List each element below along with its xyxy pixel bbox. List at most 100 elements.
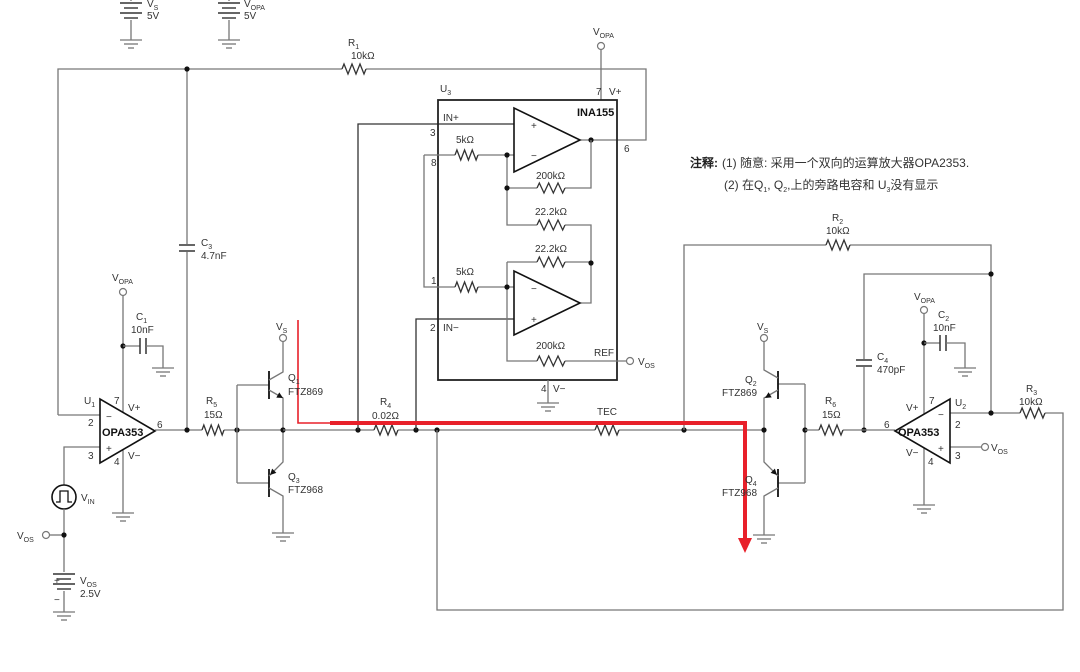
vos-node-label: VOS — [17, 531, 34, 544]
current-path-thin — [297, 320, 330, 424]
terminal-circle — [278, 333, 288, 343]
vos-battery-label: VOS — [80, 576, 97, 589]
u3-a2-plus: + — [531, 315, 537, 326]
u3-inminus-wire — [415, 318, 514, 430]
r4-ref: R4 — [380, 397, 391, 410]
u3-mid-wire — [506, 155, 592, 304]
r4-value: 0.02Ω — [372, 411, 399, 422]
u3-a1-plus: + — [531, 121, 537, 132]
q2-part: FTZ869 — [722, 388, 757, 399]
u3-inplus-wire — [357, 123, 514, 430]
r2-resistor — [825, 238, 851, 252]
u3-part: INA155 — [577, 107, 614, 119]
u3-fb1-wire — [507, 140, 592, 189]
note-line-1: 注释:(1) 随意: 采用一个双向的运算放大器OPA2353. — [690, 155, 969, 170]
u3-a1-minus: − — [531, 151, 537, 162]
u3-rmid1-resistor — [536, 218, 566, 232]
u3-rin1-resistor — [454, 148, 479, 162]
q3-ref: Q3 — [288, 472, 300, 485]
vos-battery-plus: + — [54, 576, 60, 587]
q2-ref: Q2 — [745, 375, 757, 388]
vos-battery-backing — [52, 572, 76, 591]
terminal-circle — [41, 530, 51, 540]
vopa-supply-label: VOPA — [244, 0, 265, 12]
current-arrow-head-icon — [738, 538, 752, 553]
q3-emitter-wire — [268, 430, 284, 477]
u3-rmid2-value: 22.2kΩ — [535, 244, 567, 255]
terminal-circle — [118, 287, 128, 297]
u1-pin2: 2 — [88, 418, 94, 429]
vs-supply-label: VS — [147, 0, 159, 12]
terminal-circle — [759, 333, 769, 343]
c3-capacitor-backing — [179, 244, 195, 252]
vos-battery-minus: − — [54, 595, 60, 606]
c1-value: 10nF — [131, 325, 154, 336]
tec-label: TEC — [597, 407, 617, 418]
terminal-circle — [980, 442, 990, 452]
r2-ref: R2 — [832, 213, 843, 226]
u3-a2-minus: − — [531, 284, 537, 295]
r1-value: 10kΩ — [351, 51, 375, 62]
c3-ref: C3 — [201, 238, 212, 251]
u2-feedback-wire — [436, 412, 1064, 611]
u3-pin4: 4 — [541, 384, 547, 395]
u3-pin1-wire — [423, 155, 514, 288]
c2-gnd-wire — [946, 342, 966, 368]
u3-opamp-a2 — [513, 269, 582, 337]
q2-collector-wire — [763, 342, 779, 379]
r4-resistor — [373, 423, 399, 437]
tec-element — [594, 423, 620, 437]
u2-vos-label: VOS — [991, 443, 1008, 456]
u2-pin2: 2 — [955, 420, 961, 431]
u2-part: OPA353 — [898, 427, 939, 439]
u2-minus: − — [938, 410, 944, 421]
feedback-wire-r1 — [57, 68, 647, 415]
terminal-circle — [625, 356, 635, 366]
u3-vminus-label: V− — [553, 384, 566, 395]
c2-value: 10nF — [933, 323, 956, 334]
junction-dot — [588, 260, 594, 266]
junction-dot — [988, 271, 994, 277]
q3-part: FTZ968 — [288, 485, 323, 496]
u2-pin7: 7 — [929, 396, 935, 407]
vs-battery-backing — [119, 1, 143, 20]
c1-ref: C1 — [136, 312, 147, 325]
q1-emitter-arrow — [276, 392, 283, 398]
junction-dot — [988, 410, 994, 416]
r3-ref: R3 — [1026, 384, 1037, 397]
junction-dot — [761, 427, 767, 433]
u3-rin2-value: 5kΩ — [456, 267, 475, 278]
r2-value: 10kΩ — [826, 226, 850, 237]
note-line-2: (2) 在Q1, Q2,上的旁路电容和 U3没有显示 — [724, 177, 938, 194]
vopa-supply-value: 5V — [244, 11, 257, 22]
q4-part: FTZ968 — [722, 488, 757, 499]
u3-rmid1-value: 22.2kΩ — [535, 207, 567, 218]
u3-pin1: 1 — [431, 276, 437, 287]
q2-vs-label: VS — [757, 322, 769, 335]
r6-value: 15Ω — [822, 410, 841, 421]
junction-dot — [504, 185, 510, 191]
r6-resistor — [818, 423, 844, 437]
u3-pin6: 6 — [624, 144, 630, 155]
u1-vopa-label: VOPA — [112, 273, 133, 286]
r5-value: 15Ω — [204, 410, 223, 421]
vopa-battery-backing — [217, 1, 241, 20]
u1-pin6: 6 — [157, 420, 163, 431]
q4-ref: Q4 — [745, 475, 757, 488]
q1-vs-label: VS — [276, 322, 288, 335]
r3-value: 10kΩ — [1019, 397, 1043, 408]
q1-ref: Q1 — [288, 373, 300, 386]
terminal-circle — [596, 41, 606, 51]
terminal-circle — [919, 305, 929, 315]
u3-rin1-value: 5kΩ — [456, 135, 475, 146]
r1-ref: R1 — [348, 38, 359, 51]
u3-opamp-a1 — [513, 106, 582, 174]
u3-pin8: 8 — [431, 158, 437, 169]
r1-resistor — [341, 62, 367, 76]
u3-rfb1-resistor — [536, 181, 566, 195]
u1-vminus-label: V− — [128, 451, 141, 462]
c3-value: 4.7nF — [201, 251, 227, 262]
u2-plus: + — [938, 444, 944, 455]
q1-part: FTZ869 — [288, 387, 323, 398]
